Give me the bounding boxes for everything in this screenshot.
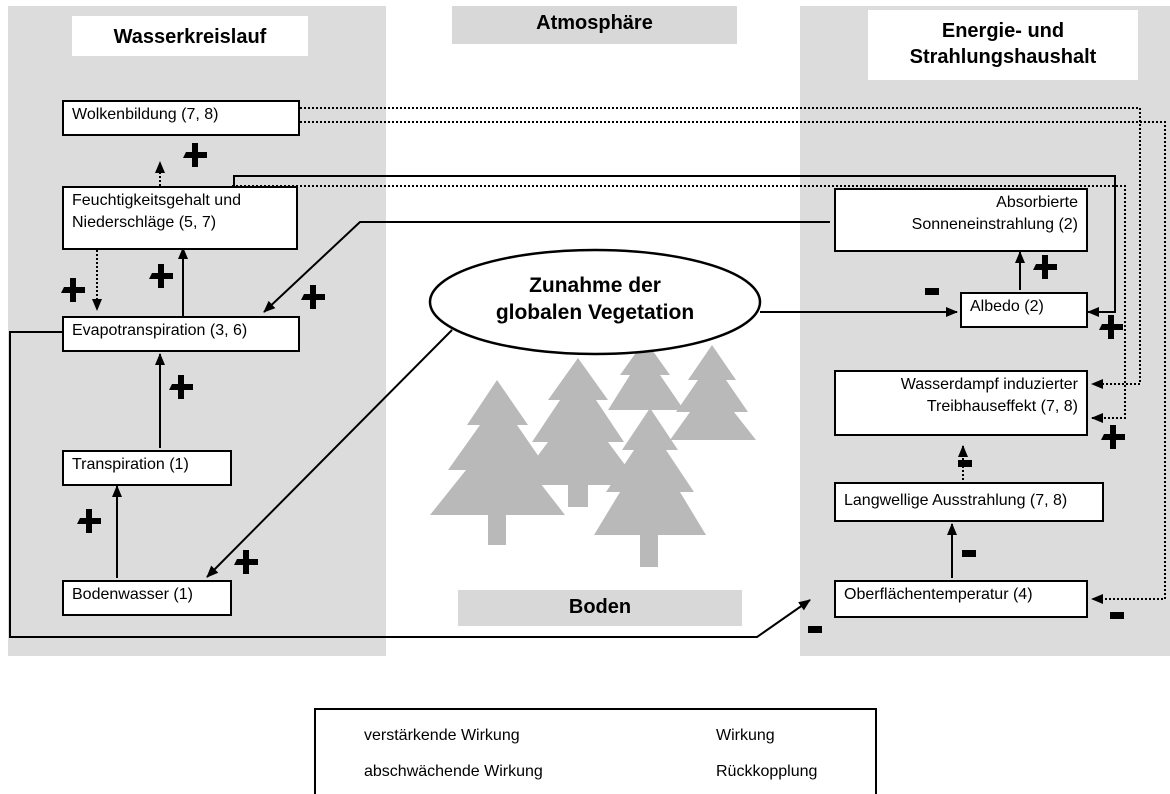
water-cycle-header-bg	[72, 16, 308, 56]
box-absorbierte-sonneneinstrahlung: Absorbierte Sonneneinstrahlung (2)	[834, 188, 1088, 252]
box-wolkenbildung: Wolkenbildung (7, 8)	[62, 100, 300, 136]
atmosphere-title: Atmosphäre	[536, 12, 653, 34]
plus-signs	[61, 143, 1125, 574]
energy-title: Energie- und Strahlungshaushalt	[909, 20, 1097, 68]
soil-title: Boden	[568, 596, 632, 618]
vegetation-oval	[428, 248, 762, 356]
atmosphere-band	[452, 6, 737, 44]
water-cycle-title: Wasserkreislauf	[113, 26, 267, 48]
box-bodenwasser: Bodenwasser (1)	[62, 580, 232, 616]
box-feuchtigkeitsgehalt: Feuchtigkeitsgehalt und Niederschläge (5…	[62, 186, 298, 250]
box-transpiration: Transpiration (1)	[62, 450, 232, 486]
energy-header-bg	[868, 10, 1138, 80]
box-langwellige-ausstrahlung: Langwellige Ausstrahlung (7, 8)	[834, 482, 1104, 522]
box-albedo: Albedo (2)	[960, 292, 1088, 328]
legend-arrow-label: Wirkung	[716, 727, 775, 744]
minus-signs	[808, 288, 1124, 633]
soil-band	[458, 590, 742, 626]
legend-plus-label: verstärkende Wirkung	[364, 727, 520, 744]
box-evapotranspiration: Evapotranspiration (3, 6)	[62, 316, 300, 352]
box-wasserdampf-treibhauseffekt: Wasserdampf induzierter Treibhauseffekt …	[834, 370, 1088, 436]
box-oberflaechentemperatur: Oberflächentemperatur (4)	[834, 580, 1088, 618]
vegetation-increase-label: Zunahme der globalen Vegetation	[495, 274, 695, 324]
legend-dotted-label: Rückkopplung	[716, 763, 818, 780]
legend-minus-label: abschwächende Wirkung	[364, 763, 543, 780]
legend: verstärkende Wirkung abschwächende Wirku…	[314, 708, 877, 794]
trees-illustration	[430, 340, 756, 567]
